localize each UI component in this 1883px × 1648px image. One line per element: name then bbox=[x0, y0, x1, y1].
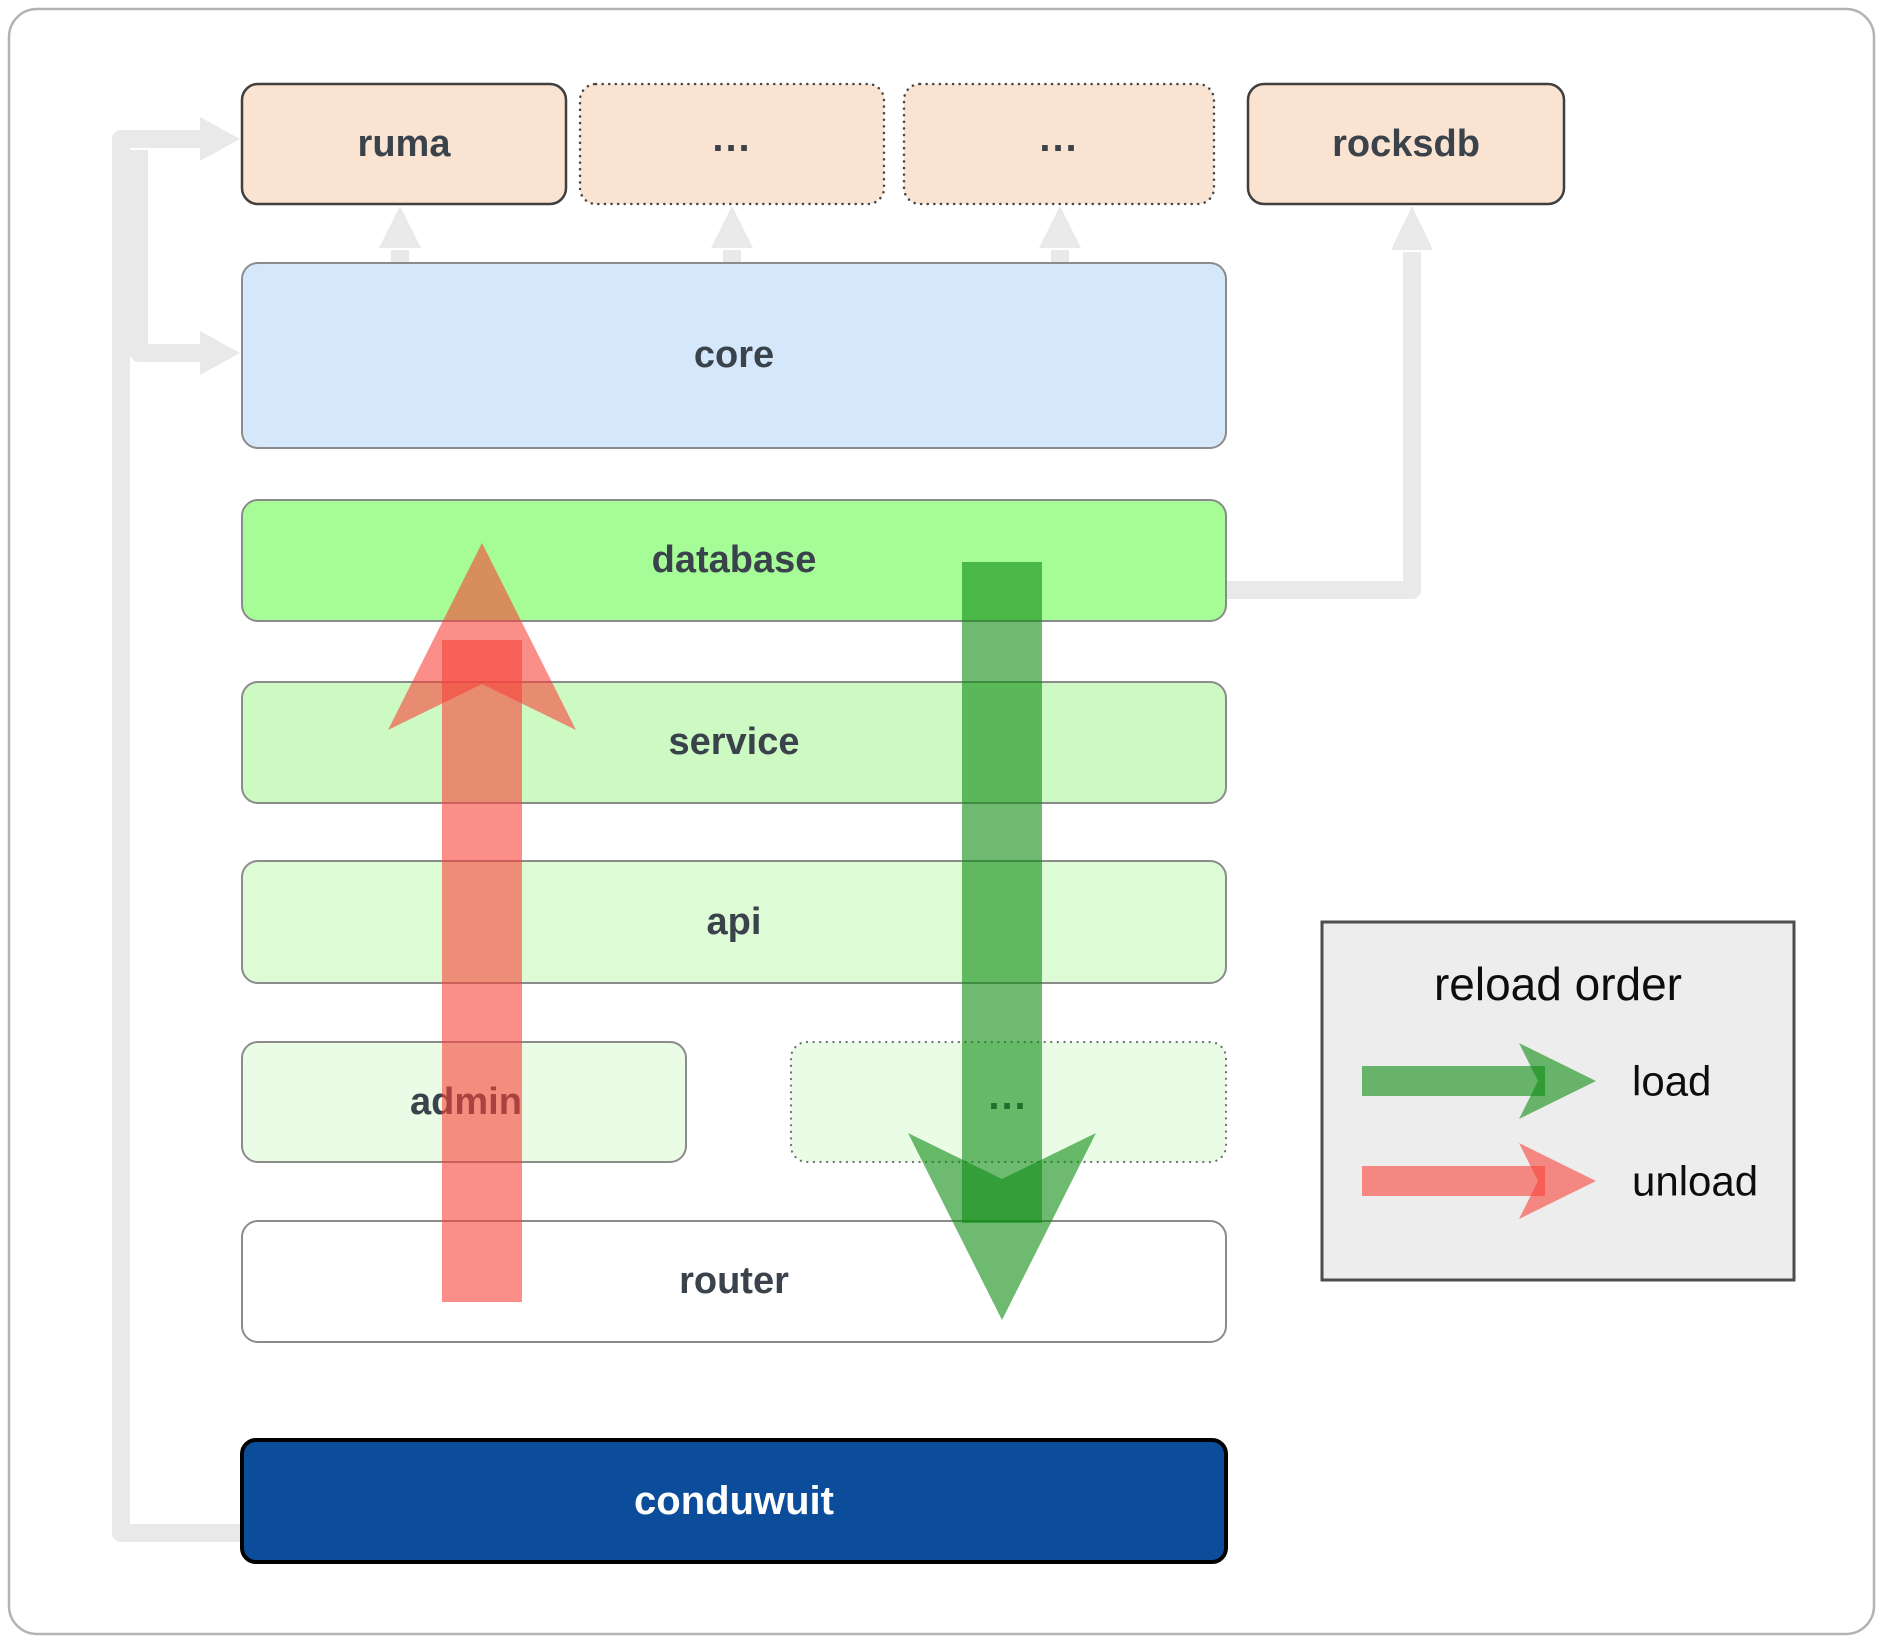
node-crates-more-1: ... bbox=[578, 82, 886, 206]
node-ruma: ruma bbox=[240, 82, 568, 206]
connector-conduwuit-to-core bbox=[130, 150, 240, 375]
node-service: service bbox=[241, 681, 1227, 804]
legend-load-arrow-icon bbox=[1362, 1043, 1596, 1119]
node-database-label: database bbox=[652, 539, 817, 581]
node-core-label: core bbox=[694, 334, 774, 376]
connector-core-to-crates-1 bbox=[711, 206, 753, 262]
node-crates-more-2: ... bbox=[902, 82, 1216, 206]
legend-load-label: load bbox=[1632, 1058, 1711, 1105]
connector-conduwuit-to-ruma bbox=[112, 117, 240, 1542]
legend-unload-arrow-icon bbox=[1362, 1143, 1596, 1219]
node-core: core bbox=[241, 262, 1227, 449]
node-conduwuit-label: conduwuit bbox=[634, 1479, 834, 1523]
node-ruma-label: ruma bbox=[358, 123, 452, 165]
node-rocksdb: rocksdb bbox=[1246, 82, 1566, 206]
node-router-label: router bbox=[679, 1260, 789, 1302]
load-arrowhead bbox=[908, 1133, 1096, 1320]
node-conduwuit: conduwuit bbox=[240, 1438, 1228, 1564]
connector-database-to-rocksdb bbox=[1226, 206, 1433, 599]
legend-unload-label: unload bbox=[1632, 1158, 1758, 1205]
diagram-frame bbox=[7, 7, 1876, 1636]
legend-title: reload order bbox=[1434, 958, 1682, 1010]
node-crates-more-2-label: ... bbox=[1039, 116, 1078, 160]
node-service-label: service bbox=[668, 721, 799, 763]
node-api-label: api bbox=[707, 901, 762, 943]
arrowhead-into-ruma bbox=[200, 117, 240, 161]
arrowhead-into-rocksdb bbox=[1391, 206, 1433, 250]
unload-arrowhead bbox=[388, 543, 576, 730]
connector-core-to-ruma bbox=[379, 206, 421, 262]
node-database: database bbox=[241, 499, 1227, 622]
legend-box bbox=[1320, 920, 1796, 1282]
legend: reload order load unload bbox=[1320, 920, 1796, 1282]
up-arrowhead bbox=[711, 206, 753, 248]
arrowhead-into-core bbox=[200, 331, 240, 375]
node-crates-more-1-label: ... bbox=[712, 116, 751, 160]
up-arrowhead bbox=[1039, 206, 1081, 248]
node-rocksdb-label: rocksdb bbox=[1332, 123, 1480, 165]
node-api: api bbox=[241, 860, 1227, 984]
connector-core-to-crates-2 bbox=[1039, 206, 1081, 262]
node-router: router bbox=[241, 1220, 1227, 1343]
load-arrow bbox=[908, 562, 1096, 1320]
unload-arrow bbox=[388, 543, 576, 1302]
up-arrowhead bbox=[379, 206, 421, 248]
